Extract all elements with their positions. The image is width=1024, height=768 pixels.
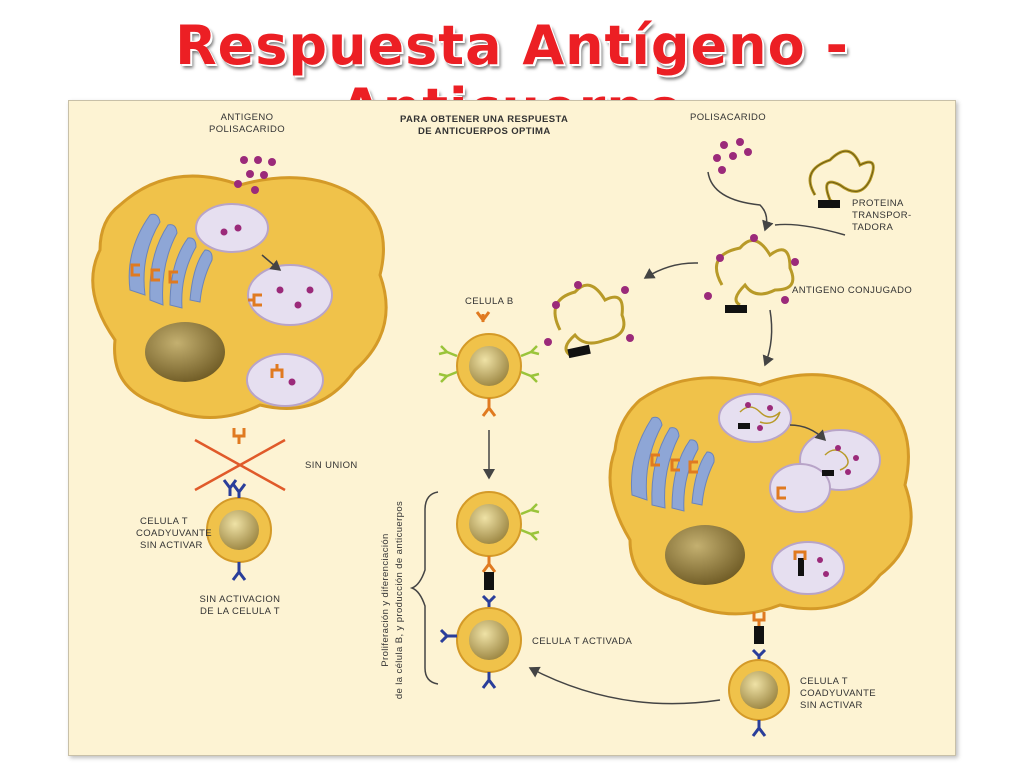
- label-celula-t-3: SIN ACTIVAR: [140, 540, 203, 551]
- mhc-receptor: [232, 428, 246, 444]
- vertical-label-2: de la célula B, y producción de anticuer…: [394, 501, 405, 699]
- label-celula-t-2: COADYUVANTE: [136, 528, 212, 539]
- bracket: [409, 491, 439, 685]
- label-sin-activacion-2: DE LA CELULA T: [200, 606, 280, 617]
- b-cell-proliferating: [456, 491, 540, 608]
- vesicle: [246, 353, 324, 407]
- left-antigen-presenting-cell: [91, 174, 388, 419]
- carrier-protein: [808, 149, 875, 209]
- label-proteina-3: TADORA: [852, 222, 894, 233]
- label-celula-b: CELULA B: [465, 296, 514, 307]
- label-sin-activacion-1: SIN ACTIVACION: [200, 594, 281, 605]
- no-binding-cross: [194, 438, 286, 492]
- header-line-2: DE ANTICUERPOS OPTIMA: [418, 126, 551, 137]
- conjugated-antigen-b: [544, 281, 634, 359]
- right-t-cell: [728, 612, 790, 737]
- label-polisacarido-left: POLISACARIDO: [209, 124, 285, 135]
- label-sin-union: SIN UNION: [305, 460, 358, 471]
- label-celula-t-activada: CELULA T ACTIVADA: [532, 636, 633, 647]
- vesicle: [247, 264, 333, 326]
- activated-t-cell: [439, 607, 522, 689]
- b-cell: [438, 311, 540, 417]
- left-t-cell: [206, 479, 272, 581]
- label-proteina-1: PROTEINA: [852, 198, 904, 209]
- right-antigen-presenting-cell: [608, 373, 913, 616]
- label-antigeno-conjugado: ANTIGENO CONJUGADO: [792, 285, 912, 296]
- right-polysaccharide: [713, 138, 752, 174]
- label-antigeno: ANTIGENO: [221, 112, 274, 123]
- label-celula-t-1: CELULA T: [140, 516, 188, 527]
- label-celula-t-r2: COADYUVANTE: [800, 688, 876, 699]
- vesicle: [195, 203, 269, 253]
- label-polisacarido-right: POLISACARIDO: [690, 112, 766, 123]
- label-celula-t-r3: SIN ACTIVAR: [800, 700, 863, 711]
- label-celula-t-r1: CELULA T: [800, 676, 848, 687]
- header-line-1: PARA OBTENER UNA RESPUESTA: [400, 114, 568, 125]
- conjugated-antigen: [704, 234, 799, 313]
- label-proteina-2: TRANSPOR-: [852, 210, 912, 221]
- left-nucleus: [145, 322, 225, 382]
- vertical-label-1: Proliferación y diferenciación: [380, 533, 391, 666]
- left-polysaccharide-antigen: [234, 156, 276, 194]
